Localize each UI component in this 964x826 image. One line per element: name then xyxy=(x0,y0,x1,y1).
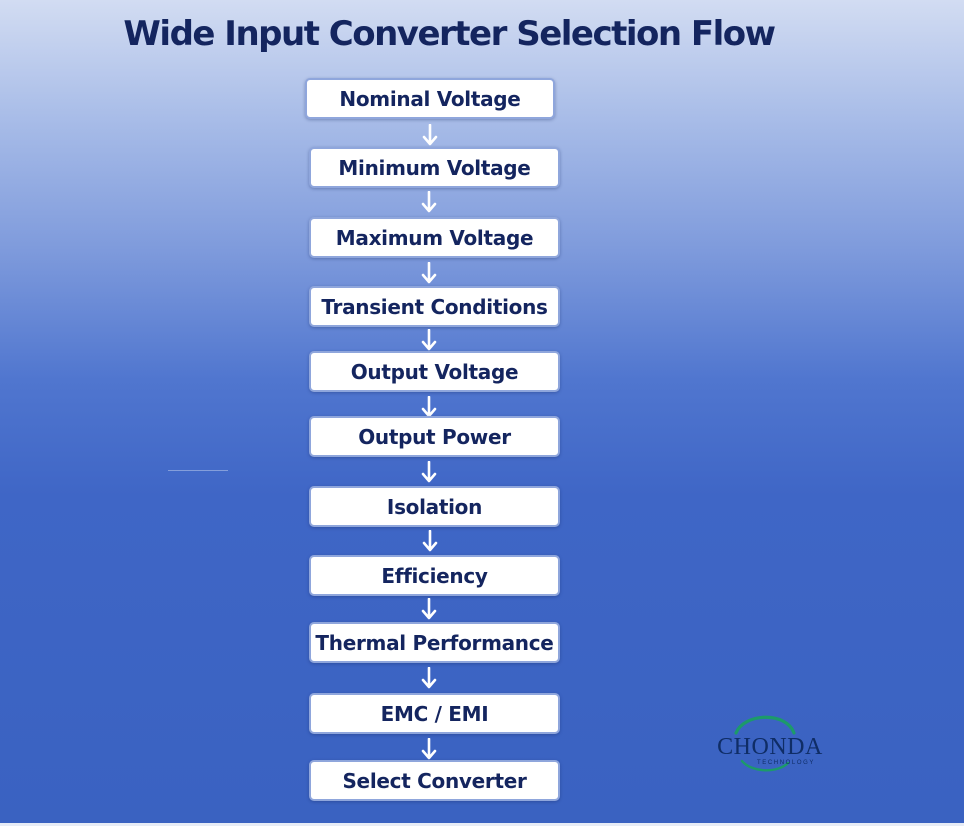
down-arrow-icon xyxy=(421,396,437,418)
flow-box-thermal-performance: Thermal Performance xyxy=(309,622,560,663)
flow-box-efficiency: Efficiency xyxy=(309,555,560,596)
flow-box-nominal-voltage: Nominal Voltage xyxy=(305,78,555,119)
flow-box-maximum-voltage: Maximum Voltage xyxy=(309,217,560,258)
svg-text:CHONDA: CHONDA xyxy=(717,734,823,760)
down-arrow-icon xyxy=(421,667,437,689)
flow-box-minimum-voltage: Minimum Voltage xyxy=(309,147,560,188)
flow-box-select-converter: Select Converter xyxy=(309,760,560,801)
svg-text:TECHNOLOGY: TECHNOLOGY xyxy=(757,760,815,766)
down-arrow-icon xyxy=(421,598,437,620)
down-arrow-icon xyxy=(421,191,437,213)
diagram-title: Wide Input Converter Selection Flow xyxy=(123,14,776,54)
down-arrow-icon xyxy=(422,530,438,552)
hairline-divider xyxy=(168,470,228,471)
flow-box-output-power: Output Power xyxy=(309,416,560,457)
flow-box-output-voltage: Output Voltage xyxy=(309,351,560,392)
down-arrow-icon xyxy=(421,461,437,483)
down-arrow-icon xyxy=(422,124,438,146)
flow-box-emc-emi: EMC / EMI xyxy=(309,693,560,734)
down-arrow-icon xyxy=(421,738,437,760)
chonda-logo: CHONDA TECHNOLOGY xyxy=(717,715,823,772)
flow-box-transient-conditions: Transient Conditions xyxy=(309,286,560,327)
down-arrow-icon xyxy=(421,262,437,284)
down-arrow-icon xyxy=(421,329,437,351)
bottom-band xyxy=(0,823,964,826)
flow-box-isolation: Isolation xyxy=(309,486,560,527)
